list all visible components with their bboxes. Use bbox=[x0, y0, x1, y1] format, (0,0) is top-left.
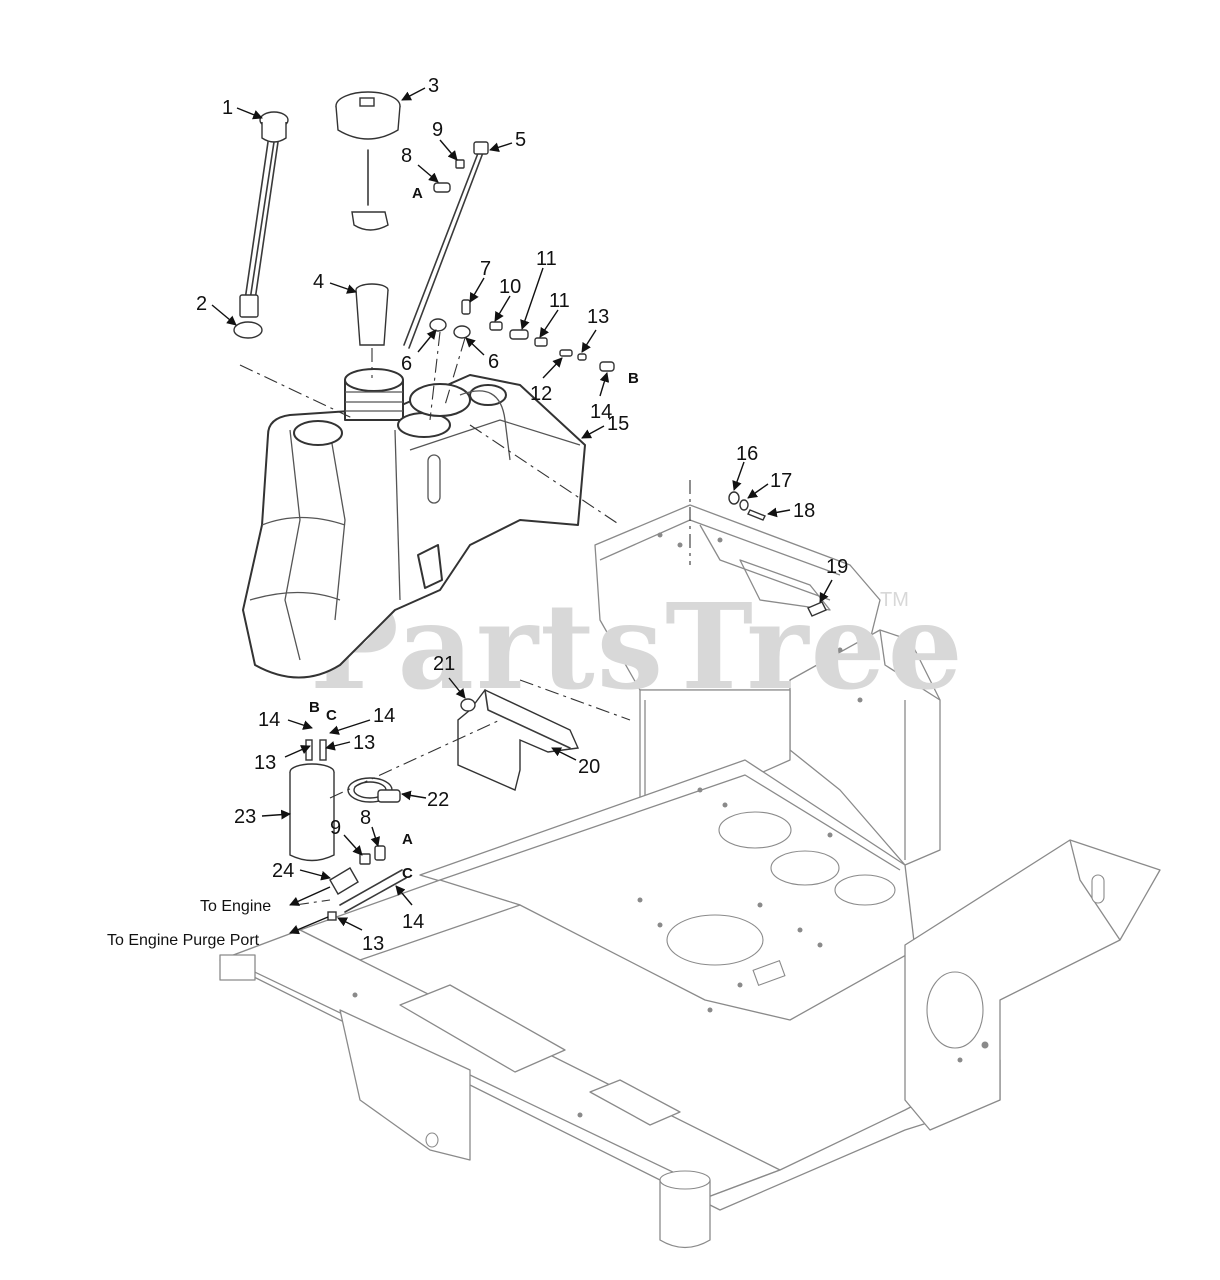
callout-13-right: 13 bbox=[353, 732, 375, 754]
grommet-6a bbox=[429, 318, 447, 332]
assembly-lines bbox=[239, 331, 691, 906]
grommet-6b bbox=[453, 325, 471, 339]
callout-13-lower: 13 bbox=[362, 933, 384, 955]
callout-8: 8 bbox=[401, 145, 412, 167]
hose-clamp bbox=[347, 777, 401, 803]
callout-12: 12 bbox=[530, 383, 552, 405]
callout-14-left: 14 bbox=[258, 709, 280, 731]
callout-22: 22 bbox=[427, 789, 449, 811]
bolt-assembly bbox=[728, 491, 766, 521]
callout-labels: 1 2 3 4 5 6 6 7 8 9 10 11 11 12 13 14 15… bbox=[196, 75, 848, 955]
routing-notes: To Engine To Engine Purge Port bbox=[107, 898, 271, 949]
callout-18: 18 bbox=[793, 500, 815, 522]
callout-13-left: 13 bbox=[254, 752, 276, 774]
callout-10b: 11 bbox=[549, 290, 570, 312]
callout-2: 2 bbox=[196, 293, 207, 315]
connection-c-bottom: C bbox=[402, 865, 413, 882]
callout-7: 7 bbox=[480, 258, 491, 280]
fuel-tank bbox=[242, 368, 586, 679]
callout-4: 4 bbox=[313, 271, 324, 293]
callout-17: 17 bbox=[770, 470, 792, 492]
note-to-engine-purge-port: To Engine Purge Port bbox=[107, 932, 260, 949]
connection-c-lower: C bbox=[326, 707, 337, 724]
note-to-engine: To Engine bbox=[200, 898, 271, 915]
connection-letters: A B B C A C bbox=[309, 185, 639, 882]
screw-19 bbox=[807, 601, 827, 617]
callout-19: 19 bbox=[826, 556, 848, 578]
callout-23: 23 bbox=[234, 806, 256, 828]
callout-14: 14 bbox=[590, 401, 612, 423]
callout-14-lower: 14 bbox=[402, 911, 424, 933]
connection-a-top: A bbox=[412, 185, 423, 202]
canister bbox=[289, 739, 335, 862]
callout-15: 15 bbox=[607, 413, 629, 435]
fuel-line-assembly bbox=[433, 159, 615, 372]
callout-1: 1 bbox=[222, 97, 233, 119]
callout-5: 5 bbox=[515, 129, 526, 151]
callout-14-right: 14 bbox=[373, 705, 395, 727]
connection-b-top: B bbox=[628, 370, 639, 387]
connection-a-lower: A bbox=[402, 831, 413, 848]
connection-b-lower: B bbox=[309, 699, 320, 716]
leader-lines bbox=[211, 87, 833, 935]
fuel-cap bbox=[335, 91, 401, 231]
callout-6b: 6 bbox=[488, 351, 499, 373]
callout-11: 11 bbox=[536, 248, 557, 270]
mount-bracket bbox=[457, 689, 580, 791]
callout-16: 16 bbox=[736, 443, 758, 465]
callout-21: 21 bbox=[433, 653, 455, 675]
callout-13: 13 bbox=[587, 306, 609, 328]
callout-20: 20 bbox=[578, 756, 600, 778]
callout-3: 3 bbox=[428, 75, 439, 97]
grommet-2 bbox=[233, 321, 263, 339]
callout-24: 24 bbox=[272, 860, 294, 882]
callout-10a: 10 bbox=[499, 276, 521, 298]
callout-9: 9 bbox=[432, 119, 443, 141]
fuel-gauge bbox=[239, 111, 289, 318]
watermark-tm: TM bbox=[880, 589, 909, 611]
filter-screen bbox=[355, 283, 389, 346]
callout-8-lower: 8 bbox=[360, 807, 371, 829]
callout-9-lower: 9 bbox=[330, 817, 341, 839]
vent-line bbox=[403, 141, 489, 349]
mower-frame bbox=[219, 504, 1161, 1249]
callout-6a: 6 bbox=[401, 353, 412, 375]
